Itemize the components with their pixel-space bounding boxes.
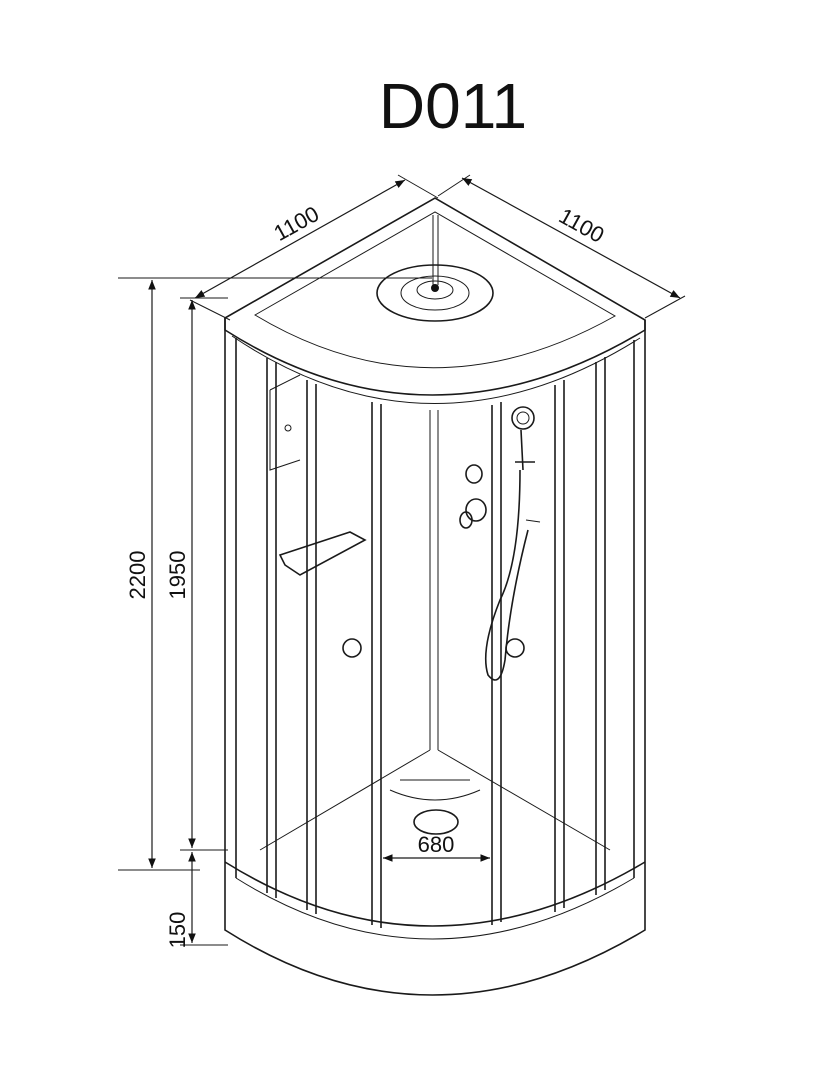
dimension-label: 680 <box>418 832 455 857</box>
cabin-roof <box>224 197 646 404</box>
dimension-label: 1100 <box>555 203 609 248</box>
dimension-door-width: 680 <box>383 832 490 862</box>
dimension-depth-right: 1100 <box>437 174 686 319</box>
dimension-cabin-height: 1950 <box>165 297 228 851</box>
dimension-label: 1100 <box>270 201 324 246</box>
dimension-label: 2200 <box>125 551 150 600</box>
cabin-frame <box>224 318 646 928</box>
dimension-tray-height: 150 <box>165 852 228 948</box>
shower-fixtures <box>278 406 541 681</box>
dimension-label: 1950 <box>165 551 190 600</box>
dimension-total-height: 2200 <box>118 277 432 871</box>
shower-tray <box>224 749 646 996</box>
model-title: D011 <box>379 70 527 142</box>
dimension-label: 150 <box>165 912 190 949</box>
